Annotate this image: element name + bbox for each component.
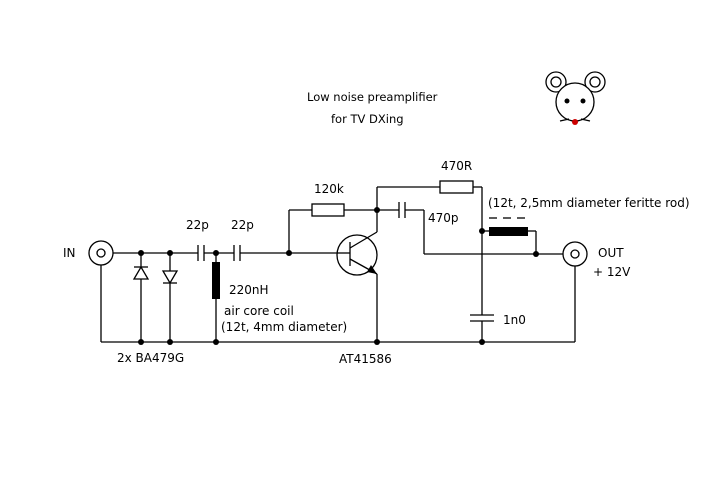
diodes-label: 2x BA479G — [117, 351, 184, 365]
bias-resistor — [288, 203, 377, 253]
c2-value-label: 22p — [231, 218, 254, 232]
c1-value-label: 22p — [186, 218, 209, 232]
c-decouple-label: 1n0 — [503, 313, 526, 327]
junction-dots — [138, 207, 539, 345]
transistor-label: AT41586 — [339, 352, 392, 366]
supply-label: + 12V — [593, 265, 631, 279]
choke-note-label: (12t, 2,5mm diameter feritte rod) — [488, 196, 690, 210]
collector-resistor — [377, 180, 483, 315]
ground-wiring — [100, 265, 576, 343]
coil-value-label: 220nH — [229, 283, 269, 297]
diode-2 — [161, 253, 179, 342]
coil-note-2: (12t, 4mm diameter) — [221, 320, 347, 334]
air-core-coil — [212, 253, 220, 342]
output-connector — [562, 241, 588, 267]
ferrite-choke — [482, 217, 537, 254]
input-label: IN — [63, 246, 76, 260]
r-bias-label: 120k — [314, 182, 344, 196]
diode-1 — [132, 253, 150, 342]
coil-note-1: air core coil — [224, 304, 294, 318]
output-label: OUT — [598, 246, 624, 260]
r-collector-label: 470R — [441, 159, 472, 173]
mouse-logo-icon — [545, 71, 606, 125]
transistor — [336, 187, 378, 342]
title-line-2: for TV DXing — [331, 112, 404, 126]
output-capacitor — [377, 202, 563, 255]
title-line-1: Low noise preamplifier — [307, 90, 438, 104]
c-output-label: 470p — [428, 211, 459, 225]
input-connector — [88, 240, 114, 266]
decoupling-capacitor — [470, 314, 494, 342]
